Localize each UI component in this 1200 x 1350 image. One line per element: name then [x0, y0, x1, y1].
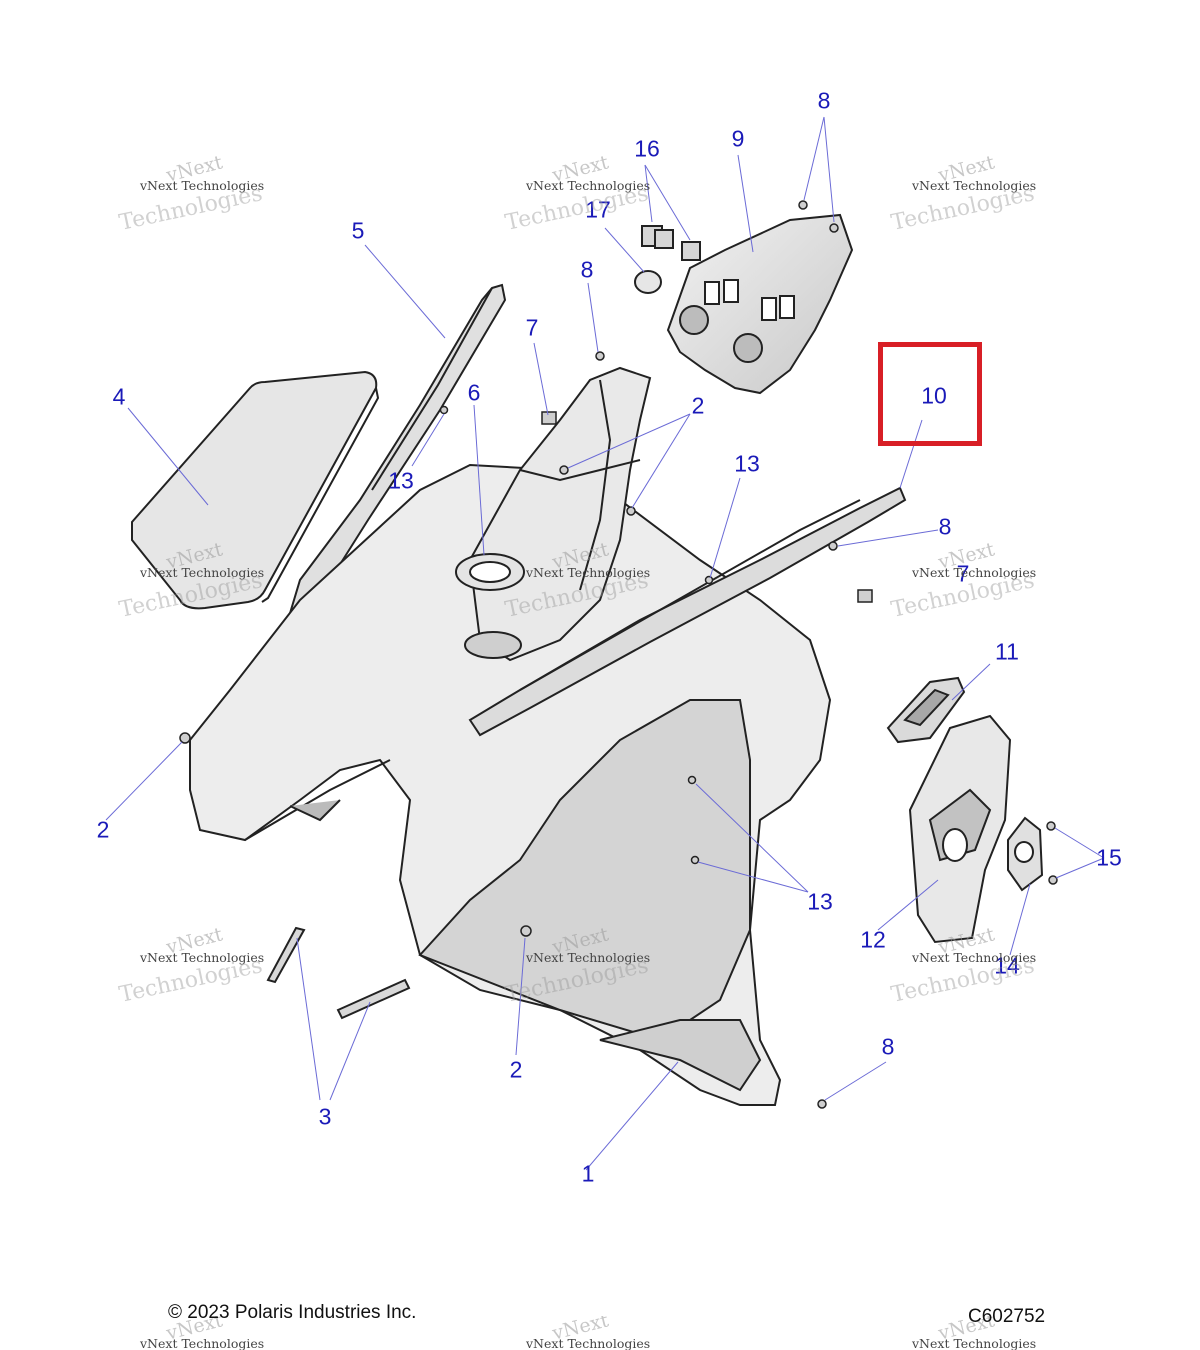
callout-13-bottom: 13	[807, 888, 833, 915]
leader-lines	[105, 116, 1105, 1171]
callout-3: 3	[318, 1103, 332, 1130]
part-gauge-bracket	[666, 213, 854, 395]
part-rods	[266, 926, 411, 1020]
callout-8-right: 8	[938, 513, 952, 540]
diagram-code: C602752	[968, 1306, 1046, 1327]
part-plug	[634, 270, 662, 294]
callout-2-bottom: 2	[509, 1056, 523, 1083]
part-small-trim	[886, 676, 966, 744]
callout-2-left: 2	[96, 816, 110, 843]
callout-15: 15	[1096, 844, 1122, 871]
callout-8-bottom: 8	[881, 1033, 895, 1060]
callout-12: 12	[860, 926, 886, 953]
part-gasket	[1007, 816, 1044, 892]
callout-4: 4	[112, 383, 126, 410]
callout-6: 6	[467, 379, 481, 406]
part-console-frame	[468, 366, 652, 662]
part-seat-pad	[131, 370, 380, 610]
callout-14: 14	[994, 952, 1020, 979]
callout-8-top: 8	[817, 87, 831, 114]
callout-9: 9	[731, 125, 745, 152]
callout-2-top: 2	[691, 392, 705, 419]
fasteners	[179, 200, 1058, 1109]
part-small-pads	[641, 225, 701, 261]
callout-16: 16	[634, 135, 660, 162]
callout-13-center: 13	[734, 450, 760, 477]
callout-17: 17	[585, 196, 611, 223]
callout-11: 11	[995, 638, 1019, 665]
part-side-cover	[908, 714, 1012, 944]
copyright-text: © 2023 Polaris Industries Inc.	[168, 1302, 417, 1323]
part-long-rail	[468, 486, 907, 737]
callout-5: 5	[351, 217, 365, 244]
callout-8-mid: 8	[580, 256, 594, 283]
callout-10: 10	[921, 382, 947, 409]
part-ring-seal	[455, 553, 525, 659]
callout-7-top: 7	[525, 314, 539, 341]
callout-1: 1	[581, 1160, 595, 1187]
callout-13-left: 13	[388, 467, 414, 494]
callout-7-right: 7	[956, 560, 970, 587]
callout-10-highlight-box	[878, 342, 982, 446]
